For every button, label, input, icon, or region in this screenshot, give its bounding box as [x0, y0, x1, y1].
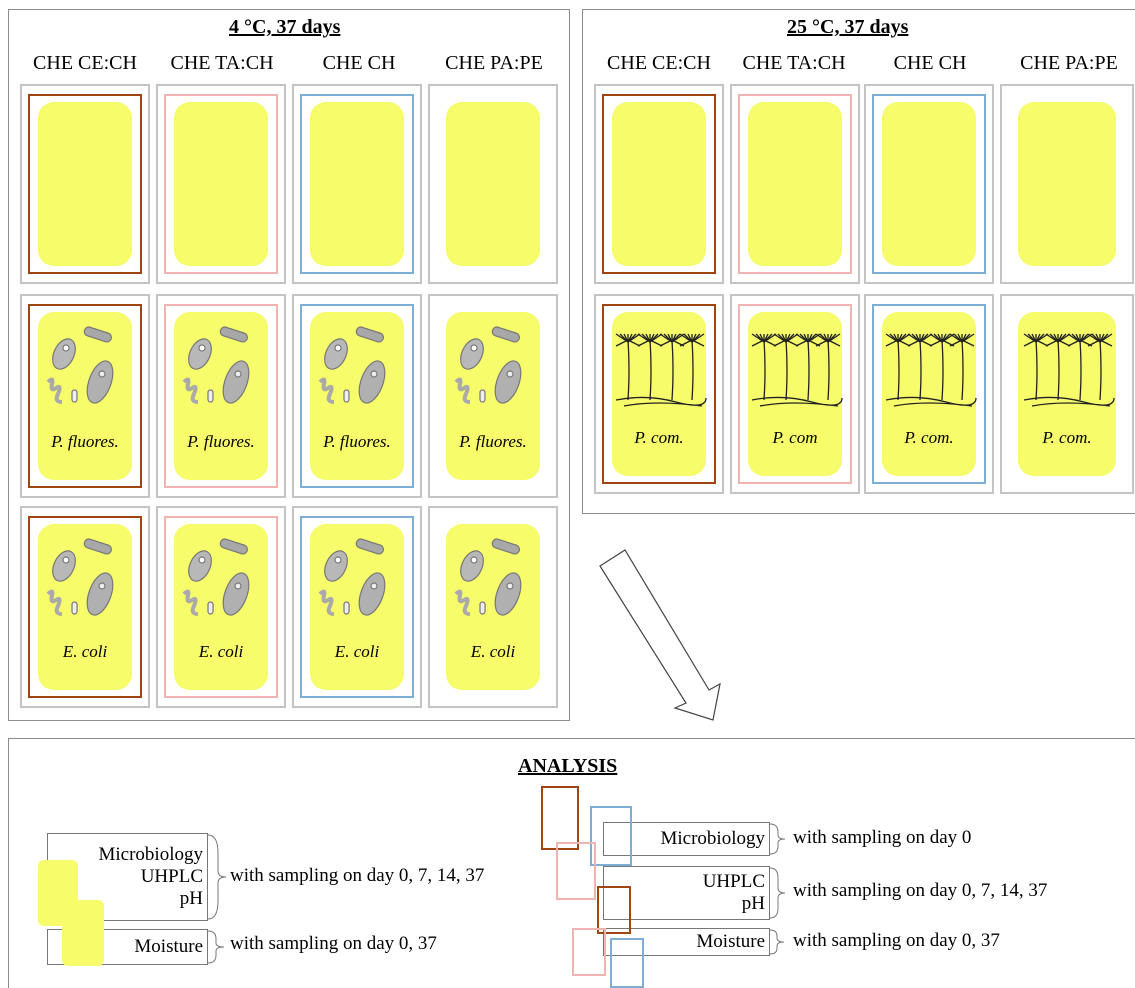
package-outline-ce-ch	[602, 94, 716, 274]
analysis-right-microbiology: Microbiology	[660, 828, 766, 849]
organism-label: P. com	[772, 428, 818, 447]
bacteria-icon	[318, 538, 386, 616]
analysis-left-moisture: Moisture	[134, 936, 203, 957]
col-header-ta-ch: CHE TA:CH	[170, 52, 274, 74]
mold-icon	[1023, 333, 1115, 407]
analysis-left-ph: pH	[179, 888, 203, 909]
sample-icon-ta-ch	[556, 842, 596, 900]
cheese-sample	[446, 312, 540, 480]
bacteria-icon	[454, 326, 522, 404]
package-outline-ce-ch	[28, 304, 142, 488]
cheese-sample	[612, 102, 706, 266]
bacteria-icon	[46, 326, 114, 404]
analysis-right-uhplc: UHPLC	[702, 871, 765, 892]
sample-icon-ch	[610, 938, 644, 988]
bracket-icon	[207, 834, 227, 920]
cheese-sample	[174, 102, 268, 266]
bacteria-icon	[182, 538, 250, 616]
sample-icon-ce-ch	[541, 786, 579, 850]
package-outline-ta-ch	[164, 304, 278, 488]
col-header-ch: CHE CH	[893, 52, 967, 74]
analysis-right-text2: with sampling on day 0, 7, 14, 37	[793, 880, 1048, 901]
organism-label: E. coli	[62, 642, 108, 661]
package-outline-ce-ch	[602, 304, 716, 484]
sample-icon-ta-ch	[572, 928, 606, 976]
cheese-sample	[882, 102, 976, 266]
package-outline-ch	[872, 94, 986, 274]
analysis-right-moisture: Moisture	[696, 931, 765, 952]
organism-label: P. com.	[904, 428, 954, 447]
bracket-icon	[769, 823, 786, 855]
cheese-sample	[174, 524, 268, 690]
organism-label: P. com.	[634, 428, 684, 447]
package-outline-ta-ch	[164, 94, 278, 274]
col-header-ta-ch: CHE TA:CH	[742, 52, 846, 74]
mini-cheese-icon	[62, 900, 104, 966]
cheese-sample	[310, 102, 404, 266]
organism-label: E. coli	[470, 642, 516, 661]
organism-label: E. coli	[334, 642, 380, 661]
organism-label: P. fluores.	[323, 432, 391, 451]
package-outline-ch	[872, 304, 986, 484]
cheese-sample	[446, 102, 540, 266]
package-outline-ce-ch	[28, 516, 142, 698]
bracket-icon	[207, 930, 225, 964]
analysis-title: ANALYSIS	[518, 755, 618, 777]
bacteria-icon	[182, 326, 250, 404]
organism-label: E. coli	[198, 642, 244, 661]
analysis-right-ph: pH	[741, 893, 765, 914]
sample-icon-ch	[590, 806, 632, 866]
cheese-sample	[748, 102, 842, 266]
cheese-sample	[1018, 102, 1116, 266]
package-outline-ch	[300, 94, 414, 274]
package-outline-ta-ch	[738, 304, 852, 484]
panel-4c-title: 4 °C, 37 days	[229, 16, 341, 38]
cheese-sample	[446, 524, 540, 690]
mold-icon	[751, 333, 843, 407]
organism-label: P. fluores.	[187, 432, 255, 451]
organism-label: P. fluores.	[51, 432, 119, 451]
package-outline-ta-ch	[164, 516, 278, 698]
bracket-icon	[769, 867, 786, 919]
bracket-icon	[769, 929, 785, 955]
package-outline-ch	[300, 304, 414, 488]
bacteria-icon	[46, 538, 114, 616]
package-outline-ch	[300, 516, 414, 698]
mold-icon	[615, 333, 707, 407]
organism-label: P. com.	[1042, 428, 1092, 447]
cheese-sample	[310, 312, 404, 480]
cheese-sample	[310, 524, 404, 690]
analysis-left-microbiology: Microbiology	[98, 844, 204, 865]
col-header-pa-pe: CHE PA:PE	[1020, 52, 1118, 74]
cheese-sample	[38, 312, 132, 480]
cheese-sample	[38, 524, 132, 690]
cheese-sample	[174, 312, 268, 480]
col-header-pa-pe: CHE PA:PE	[445, 52, 543, 74]
analysis-right-text1: with sampling on day 0	[793, 827, 972, 848]
sample-icon-ce-ch	[597, 886, 631, 934]
package-outline-ta-ch	[738, 94, 852, 274]
package-outline-ce-ch	[28, 94, 142, 274]
panel-25c-title: 25 °C, 37 days	[787, 16, 909, 38]
analysis-left-text1: with sampling on day 0, 7, 14, 37	[230, 865, 485, 886]
analysis-right-box3: Moisture	[603, 928, 770, 956]
col-header-ce-ch: CHE CE:CH	[607, 52, 711, 74]
analysis-right-text3: with sampling on day 0, 37	[793, 930, 1000, 951]
mold-icon	[885, 333, 977, 407]
bacteria-icon	[454, 538, 522, 616]
analysis-left-uhplc: UHPLC	[140, 866, 203, 887]
bacteria-icon	[318, 326, 386, 404]
analysis-left-text2: with sampling on day 0, 37	[230, 933, 437, 954]
col-header-ce-ch: CHE CE:CH	[33, 52, 137, 74]
organism-label: P. fluores.	[459, 432, 527, 451]
cheese-sample	[38, 102, 132, 266]
col-header-ch: CHE CH	[322, 52, 396, 74]
